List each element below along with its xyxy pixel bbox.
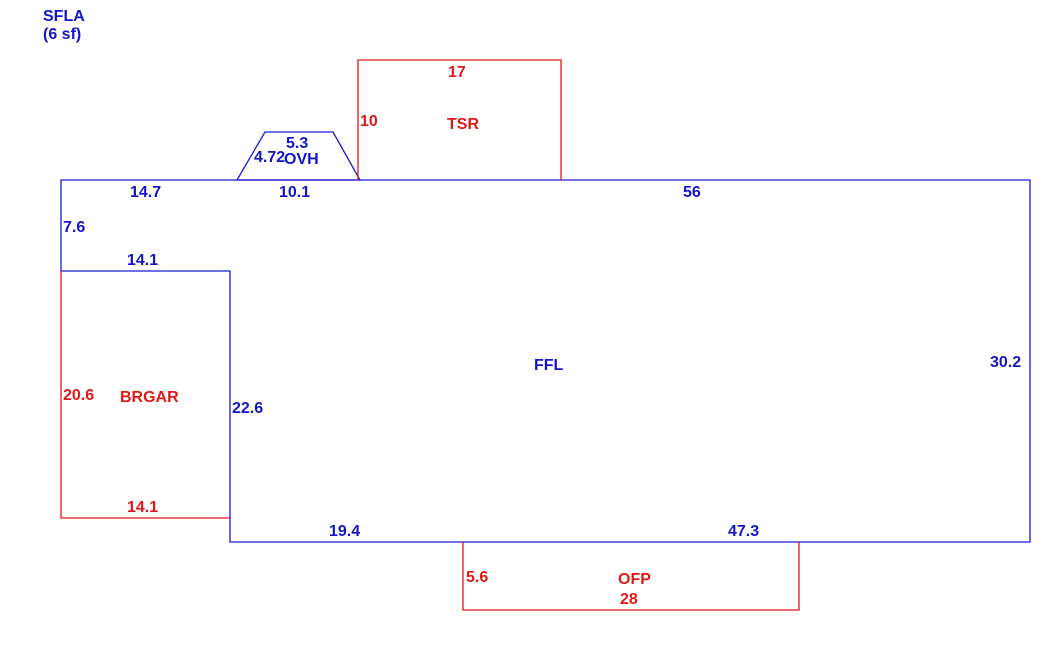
tsr-dim-side: 10	[360, 113, 378, 130]
ffl-dim-bottom-right: 47.3	[728, 523, 759, 540]
brgar-dim-side: 20.6	[63, 387, 94, 404]
sfla-title: SFLA	[43, 8, 85, 25]
ffl-dim-notch-top: 14.1	[127, 252, 158, 269]
ovh-dim-top: 5.3	[286, 135, 308, 152]
ffl-label: FFL	[534, 357, 564, 374]
tsr-outline	[357, 59, 562, 180]
brgar-outline	[60, 271, 230, 519]
ovh-outline	[235, 131, 362, 181]
ffl-dim-left-lower: 22.6	[232, 400, 263, 417]
brgar-dim-bottom: 14.1	[127, 499, 158, 516]
ffl-dim-top-right: 56	[683, 184, 701, 201]
ffl-dim-top-left: 14.7	[130, 184, 161, 201]
ffl-dim-left-upper: 7.6	[63, 219, 85, 236]
ofp-dim-side: 5.6	[466, 569, 488, 586]
ofp-dim-bottom: 28	[620, 591, 638, 608]
tsr-label: TSR	[447, 116, 479, 133]
sketch-header: SFLA (6 sf)	[43, 8, 85, 44]
ofp-outline	[462, 542, 800, 611]
ovh-label: OVH	[284, 151, 319, 168]
ofp-label: OFP	[618, 571, 651, 588]
ovh-dim-side: 4.72	[254, 149, 285, 166]
sfla-area: (6 sf)	[43, 26, 82, 43]
brgar-label: BRGAR	[120, 389, 179, 406]
ovh-dim-base: 10.1	[279, 184, 310, 201]
ffl-dim-bottom-left: 19.4	[329, 523, 360, 540]
tsr-dim-top: 17	[448, 64, 466, 81]
ffl-dim-right: 30.2	[990, 354, 1021, 371]
